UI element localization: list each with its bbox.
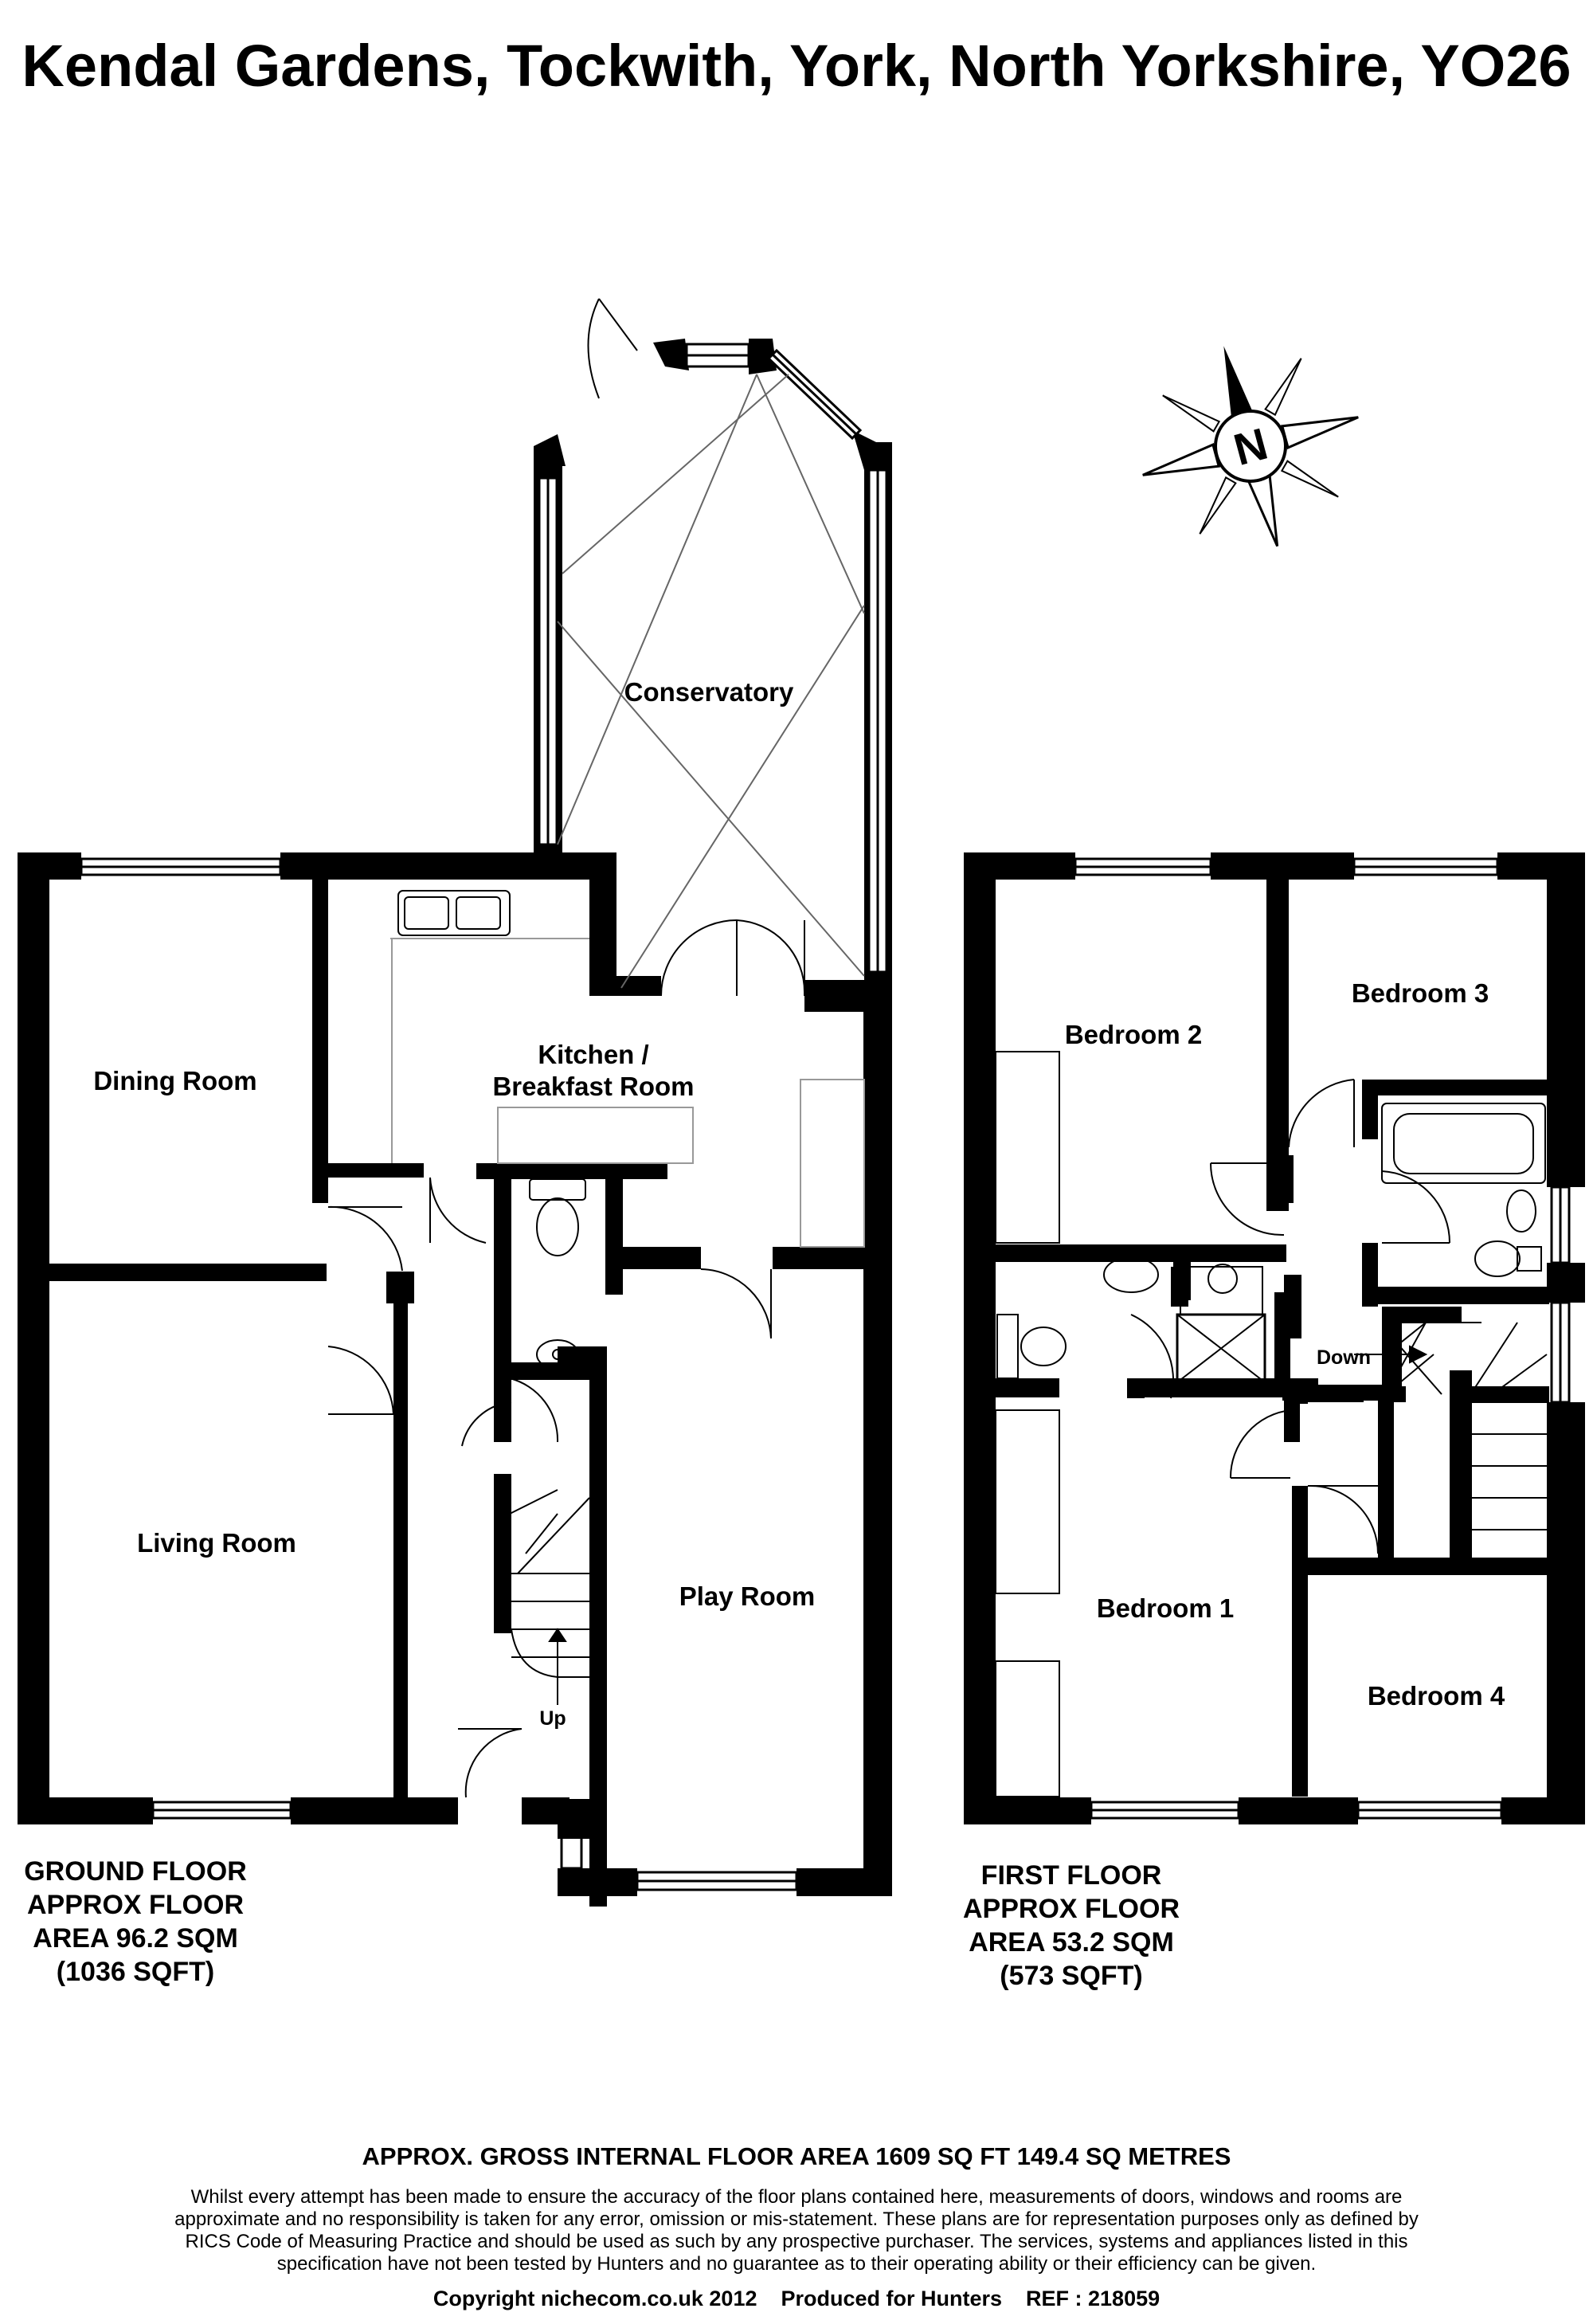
room-label-bedroom2: Bedroom 2 (1065, 1020, 1202, 1049)
wall (1292, 1486, 1308, 1797)
wall (1547, 852, 1585, 1187)
compass: N (1142, 346, 1359, 547)
wall (996, 1378, 1059, 1396)
wall (964, 852, 1075, 880)
ground-floor-area: GROUND FLOOR APPROX FLOOR AREA 96.2 SQM … (8, 1855, 263, 1989)
page-title: Kendal Gardens, Tockwith, York, North Yo… (22, 33, 1571, 99)
wall (1266, 852, 1289, 1171)
wall (494, 1474, 511, 1633)
ground-floor-line2: APPROX FLOOR (26, 1890, 245, 1920)
wall (589, 852, 616, 992)
wall (605, 1247, 701, 1269)
wall (558, 1346, 607, 1378)
wall (1282, 1385, 1394, 1401)
room-label-conservatory: Conservatory (624, 677, 794, 707)
ground-floor-line1: GROUND FLOOR (24, 1856, 247, 1887)
kitchen-fittings (390, 890, 865, 1248)
stair-label-down: Down (1317, 1346, 1371, 1369)
wall (1378, 1386, 1394, 1562)
first-floor-line3: AREA 53.2 SQM (969, 1927, 1174, 1958)
wall (1298, 1558, 1549, 1575)
first-floor-area: FIRST FLOOR APPROX FLOOR AREA 53.2 SQM (… (944, 1859, 1199, 1993)
copyright: Copyright nichecom.co.uk 2012 Produced f… (432, 2287, 1161, 2310)
window (80, 857, 887, 1891)
wall (1362, 1080, 1378, 1139)
wall (18, 1264, 327, 1281)
wall (328, 1163, 424, 1178)
room-label-kitchen-line2: Breakfast Room (492, 1072, 694, 1101)
ground-floor-line4: (1036 SQFT) (56, 1957, 215, 1987)
wall (558, 1799, 589, 1839)
disclaimer: Whilst every attempt has been made to en… (174, 2186, 1419, 2275)
wc-fittings (529, 1178, 586, 1370)
wall (605, 1163, 623, 1295)
first-floor-plan (964, 852, 1585, 1824)
wall (996, 1244, 1286, 1262)
wall (773, 1247, 892, 1269)
staircase (509, 1489, 590, 1705)
room-labels: Conservatory Kitchen / Breakfast Room Di… (93, 677, 1505, 1730)
wall (393, 1281, 408, 1799)
wall (1501, 1797, 1585, 1824)
wall (1131, 1380, 1282, 1397)
wall (1547, 1402, 1585, 1824)
wall (964, 852, 996, 1824)
wall (964, 1797, 1091, 1824)
staircase (1354, 1322, 1548, 1558)
first-floor-line2: APPROX FLOOR (962, 1894, 1180, 1924)
door-swing (1130, 1079, 1451, 1554)
gross-internal-area: APPROX. GROSS INTERNAL FLOOR AREA 1609 S… (362, 2142, 1231, 2170)
wall (18, 1797, 153, 1824)
wall (1239, 1797, 1358, 1824)
wall (494, 1163, 511, 1378)
wall (1362, 1080, 1549, 1095)
wall (1274, 1292, 1290, 1396)
room-label-bedroom3: Bedroom 3 (1352, 978, 1489, 1008)
door-swing (327, 298, 806, 1798)
wall (312, 852, 328, 1203)
room-label-dining: Dining Room (93, 1066, 256, 1095)
wall (494, 1378, 511, 1442)
room-label-kitchen-line1: Kitchen / (538, 1040, 648, 1069)
room-label-bedroom4: Bedroom 4 (1368, 1681, 1505, 1711)
window (970, 857, 1571, 1820)
wall (1284, 1155, 1294, 1203)
wall (589, 976, 661, 996)
wall (1458, 1386, 1549, 1402)
room-label-living: Living Room (137, 1528, 296, 1558)
wall (291, 1797, 458, 1824)
first-floor-line4: (573 SQFT) (1000, 1961, 1143, 1991)
room-label-play: Play Room (679, 1581, 816, 1611)
ground-floor-line3: AREA 96.2 SQM (33, 1923, 238, 1954)
wall (18, 852, 49, 1824)
conservatory-structure (534, 339, 892, 989)
wall (1547, 1263, 1585, 1303)
first-floor-line1: FIRST FLOOR (980, 1860, 1162, 1891)
wardrobe (995, 1051, 1060, 1797)
wall (589, 1349, 607, 1907)
wall (1362, 1287, 1549, 1304)
wall (796, 1868, 892, 1896)
wall (18, 852, 81, 880)
room-label-bedroom1: Bedroom 1 (1097, 1593, 1234, 1623)
stair-label-up: Up (539, 1707, 566, 1730)
ground-floor-plan (18, 298, 892, 1907)
bathroom-fittings (996, 1103, 1546, 1384)
wall (558, 1868, 637, 1896)
